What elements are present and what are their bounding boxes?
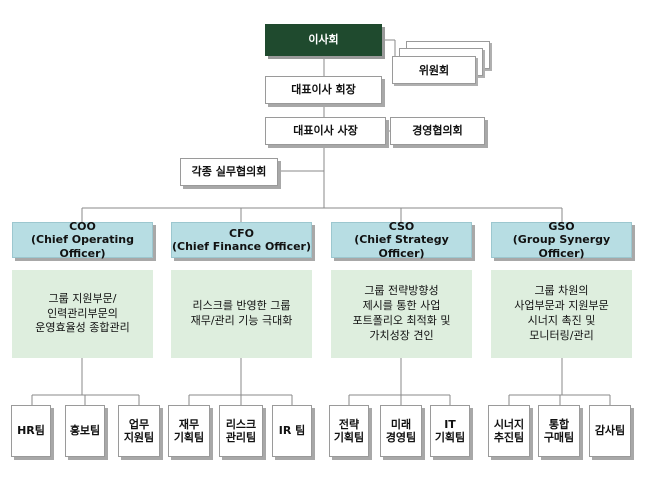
coo-team-hr: HR팀 [11, 405, 51, 457]
gso-description-text: 그룹 차원의 사업부문과 지원부문 시너지 촉진 및 모니터링/관리 [514, 284, 609, 342]
coo-description: 그룹 지원부문/ 인력관리부문의 운영효율성 종합관리 [12, 270, 153, 358]
coo-title: COO (Chief Operating Officer) [30, 220, 135, 260]
working-councils-box: 각종 실무협의회 [180, 158, 278, 186]
president-box: 대표이사 사장 [265, 117, 386, 145]
management-council-label: 경영협의회 [412, 124, 463, 138]
cso-title: CSO (Chief Strategy Officer) [354, 220, 449, 260]
coo-team-business-support: 업무 지원팀 [118, 405, 160, 457]
committee-box: 위원회 [392, 56, 476, 84]
cso-description: 그룹 전략방향성 제시를 통한 사업 포트폴리오 최적화 및 가치성장 견인 [331, 270, 472, 358]
chairman-box: 대표이사 회장 [265, 76, 382, 104]
board-box: 이사회 [265, 24, 382, 56]
gso-team-synergy-promotion: 시너지 추진팀 [488, 405, 530, 457]
coo-description-text: 그룹 지원부문/ 인력관리부문의 운영효율성 종합관리 [35, 291, 130, 335]
working-councils-label: 각종 실무협의회 [191, 165, 267, 179]
cso-box: CSO (Chief Strategy Officer) [331, 220, 472, 260]
cfo-box: CFO (Chief Finance Officer) [171, 222, 312, 258]
chairman-label: 대표이사 회장 [291, 83, 356, 97]
gso-team-integrated-purchasing: 통합 구매팀 [538, 405, 580, 457]
cfo-description-text: 리스크를 반영한 그룹 재무/관리 기능 극대화 [190, 299, 293, 327]
cso-team-strategy-planning: 전략 기획팀 [329, 405, 369, 457]
cfo-team-finance-planning: 재무 기획팀 [168, 405, 210, 457]
president-label: 대표이사 사장 [293, 124, 358, 138]
gso-box: GSO (Group Synergy Officer) [491, 220, 632, 260]
committee-label: 위원회 [418, 64, 450, 77]
cso-team-it-planning: IT 기획팀 [430, 405, 470, 457]
gso-team-audit: 감사팀 [589, 405, 631, 457]
gso-title: GSO (Group Synergy Officer) [512, 220, 611, 260]
board-label: 이사회 [308, 33, 339, 47]
management-council-box: 경영협의회 [390, 117, 485, 145]
cfo-team-ir: IR 팀 [272, 405, 312, 457]
cso-description-text: 그룹 전략방향성 제시를 통한 사업 포트폴리오 최적화 및 가치성장 견인 [352, 284, 451, 342]
cfo-title: CFO (Chief Finance Officer) [172, 226, 312, 253]
cso-team-future-management: 미래 경영팀 [380, 405, 422, 457]
gso-description: 그룹 차원의 사업부문과 지원부문 시너지 촉진 및 모니터링/관리 [491, 270, 632, 358]
cfo-team-risk-management: 리스크 관리팀 [219, 405, 263, 457]
cfo-description: 리스크를 반영한 그룹 재무/관리 기능 극대화 [171, 270, 312, 358]
coo-box: COO (Chief Operating Officer) [12, 220, 153, 260]
coo-team-pr: 홍보팀 [65, 405, 105, 457]
